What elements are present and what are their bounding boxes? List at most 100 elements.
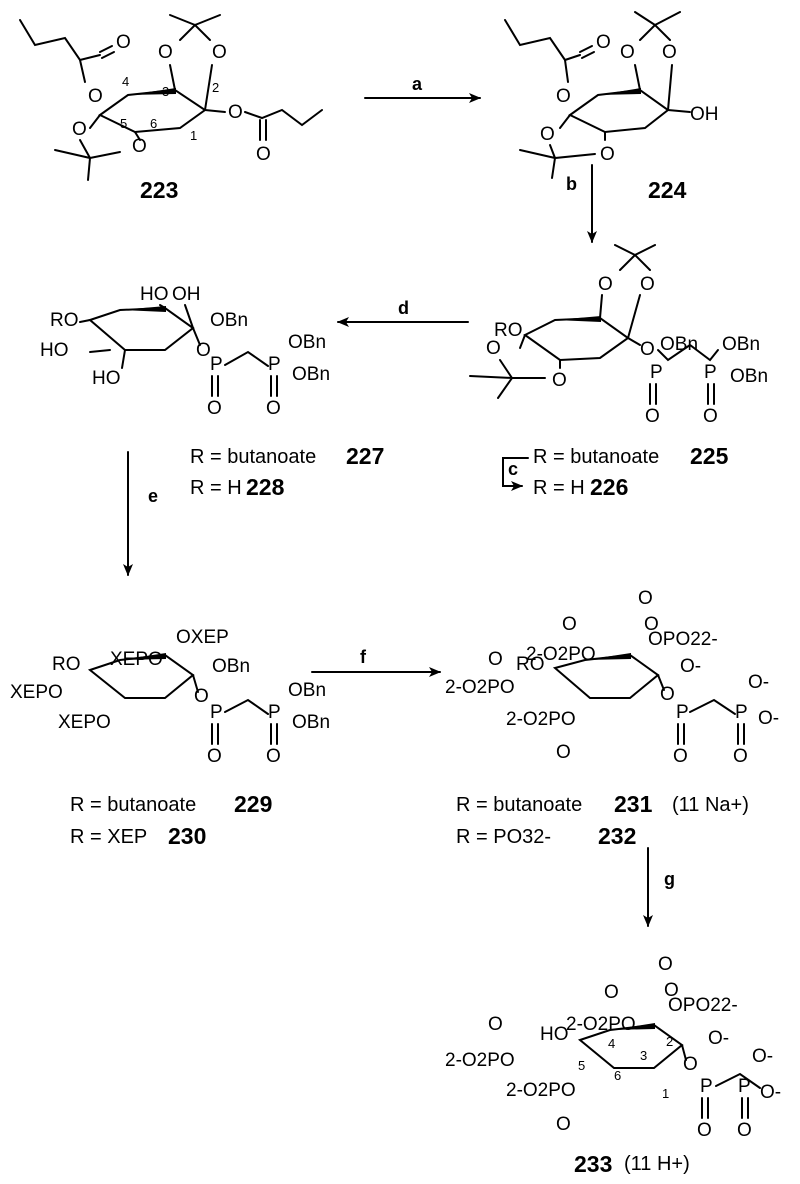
svg-text:OBn: OBn [292,712,330,733]
svg-text:HO: HO [92,368,121,389]
svg-text:O: O [673,746,688,767]
compound-231-number: 231 [614,791,653,817]
compound-228-r-label: R = H [190,477,242,499]
svg-text:OBn: OBn [288,332,326,353]
svg-text:OH: OH [690,104,719,125]
step-g-label: g [664,869,675,889]
compound-231-counterion: (11 Na+) [672,794,749,816]
svg-text:RO: RO [50,310,79,331]
step-b-label: b [566,174,577,194]
svg-text:O-: O- [708,1028,729,1049]
svg-text:1: 1 [190,128,197,143]
svg-text:P: P [735,702,748,723]
svg-text:2-O2PO: 2-O2PO [566,1014,636,1035]
svg-text:P: P [738,1076,751,1097]
svg-text:OBn: OBn [660,334,698,355]
svg-text:O-: O- [752,1046,773,1067]
compound-230-r-label: R = XEP [70,826,147,848]
compound-223-structure: O O O O O O O O 4 2 3 5 6 1 [19,14,323,181]
svg-text:O: O [266,398,281,419]
svg-text:OBn: OBn [210,310,248,331]
svg-text:O: O [737,1120,752,1141]
compound-223-number: 223 [140,177,178,203]
svg-text:2-O2PO: 2-O2PO [445,1050,515,1071]
svg-text:2-O2PO: 2-O2PO [526,644,596,665]
svg-text:O: O [660,684,675,705]
svg-text:O: O [207,746,222,767]
svg-text:P: P [268,702,281,723]
svg-text:2: 2 [666,1034,673,1049]
svg-text:O: O [266,746,281,767]
svg-text:O: O [600,144,615,165]
compound-227-r-label: R = butanoate [190,446,316,468]
svg-text:O: O [88,86,103,107]
compound-229-number: 229 [234,791,272,817]
compound-232-number: 232 [598,823,636,849]
svg-text:HO: HO [140,284,169,305]
svg-text:OH: OH [172,284,201,305]
svg-text:O: O [552,370,567,391]
svg-text:O: O [658,954,673,975]
svg-text:O: O [207,398,222,419]
compound-230-number: 230 [168,823,206,849]
step-c-label: c [508,459,518,479]
compound-228-number: 228 [246,474,285,500]
step-f-label: f [360,647,367,667]
svg-text:O: O [703,406,718,427]
svg-text:O: O [620,42,635,63]
svg-text:3: 3 [640,1048,647,1063]
svg-text:O: O [116,32,131,53]
svg-text:2-O2PO: 2-O2PO [445,677,515,698]
svg-text:P: P [210,354,223,375]
svg-text:O: O [132,136,147,157]
svg-text:OBn: OBn [212,656,250,677]
svg-text:5: 5 [578,1058,585,1073]
svg-text:HO: HO [40,340,69,361]
compound-226-r-label: R = H [533,477,585,499]
svg-text:O: O [556,1114,571,1135]
svg-text:O: O [212,42,227,63]
svg-text:O: O [196,340,211,361]
compound-224-number: 224 [648,177,687,203]
compound-225-r-label: R = butanoate [533,446,659,468]
svg-text:O: O [228,102,243,123]
svg-text:O: O [486,338,501,359]
svg-text:RO: RO [494,320,523,341]
svg-text:O: O [194,686,209,707]
svg-text:P: P [268,354,281,375]
svg-text:O: O [640,274,655,295]
svg-text:O: O [640,339,655,360]
svg-text:O: O [662,42,677,63]
step-c-arrow [502,457,529,491]
svg-text:2-O2PO: 2-O2PO [506,1080,576,1101]
svg-text:O-: O- [680,656,701,677]
svg-text:O: O [256,144,271,165]
svg-text:O: O [488,649,503,670]
compound-227-number: 227 [346,443,384,469]
compound-225-number: 225 [690,443,729,469]
svg-text:P: P [704,362,717,383]
svg-text:5: 5 [120,116,127,131]
svg-text:O: O [540,124,555,145]
svg-text:O: O [72,119,87,140]
compound-232-r-label: R = PO32- [456,826,551,848]
compound-231-structure: O O OPO22- O 2-O2PO O RO 2-O2PO 2-O2PO O… [445,588,779,767]
svg-text:OBn: OBn [722,334,760,355]
svg-text:2: 2 [212,80,219,95]
svg-text:O: O [638,588,653,609]
svg-text:O: O [596,32,611,53]
compound-233-structure: O O OPO22- O 2-O2PO O HO 2-O2PO 2-O2PO O… [445,954,781,1141]
svg-text:O: O [664,980,679,1001]
svg-text:O: O [158,42,173,63]
compound-224-structure: O O O O OH O O [504,11,719,179]
svg-text:O: O [733,746,748,767]
compound-226-number: 226 [590,474,628,500]
compound-225-structure: O O RO O OBn P O P O OBn OBn O O [469,244,768,427]
svg-text:O: O [604,982,619,1003]
compound-233-number: 233 [574,1151,612,1177]
svg-text:XEPO: XEPO [10,682,63,703]
svg-text:P: P [676,702,689,723]
step-e-label: e [148,486,158,506]
svg-text:O: O [697,1120,712,1141]
